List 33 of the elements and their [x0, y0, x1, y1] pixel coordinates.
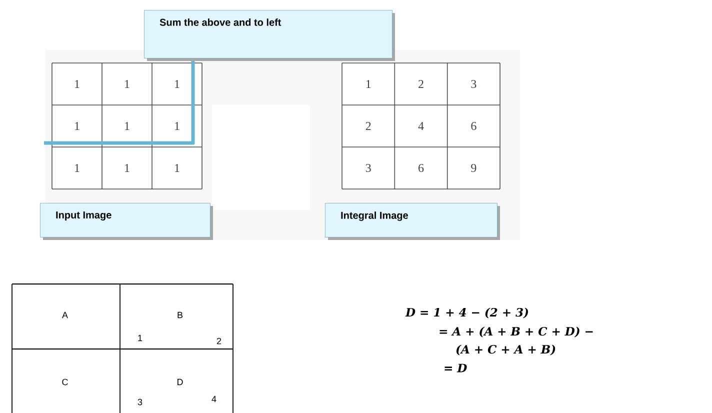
table-cell: 1: [175, 164, 180, 172]
table-cell: 1: [175, 80, 180, 88]
table-cell: 4: [418, 122, 424, 130]
table-cell: 3: [471, 80, 476, 88]
region-letter: C: [62, 378, 68, 386]
region-letter: D: [178, 378, 183, 386]
table-cell: 1: [175, 122, 180, 130]
table-cell: 2: [366, 122, 371, 130]
table-cell: 1: [125, 122, 130, 130]
table-cell: 6: [418, 164, 424, 172]
table-cell: 3: [366, 164, 371, 172]
region-letter: B: [178, 312, 183, 318]
callout-box: Sum the above and to left: [144, 10, 395, 61]
equation-line: = A + (A + B + C + D) −: [440, 326, 593, 338]
table-cell: 1: [125, 80, 130, 88]
table-cell: 1: [75, 122, 80, 130]
table-cell: 2: [418, 80, 424, 88]
table-cell: 1: [125, 164, 130, 172]
equation-line: = D: [444, 364, 467, 372]
table-cell: 9: [471, 164, 476, 172]
equation-line: D = 1 + 4 − (2 + 3): [405, 308, 528, 318]
table-cell: 1: [75, 80, 80, 88]
table-cell: 1: [366, 80, 371, 88]
region-letter: A: [62, 312, 68, 318]
corner-number: 3: [138, 398, 142, 406]
callout-box: Input Image: [40, 203, 213, 240]
callout-box: Integral Image: [325, 203, 500, 240]
equation-line: (A + C + A + B): [456, 344, 556, 356]
table-cell: 1: [75, 164, 80, 172]
corner-number: 4: [212, 396, 216, 402]
corner-number: 1: [138, 334, 142, 342]
corner-number: 2: [216, 338, 222, 344]
table-cell: 6: [471, 122, 476, 130]
